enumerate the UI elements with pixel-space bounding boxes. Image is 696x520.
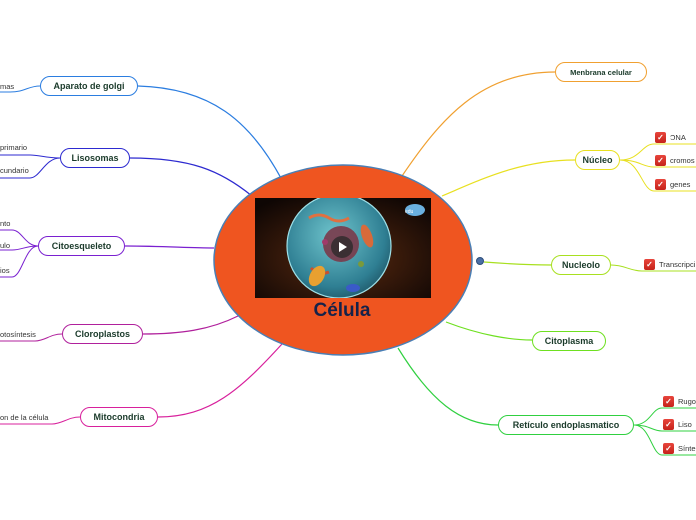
- connector-aparato: [137, 85, 283, 181]
- leaf-cito-1[interactable]: nto: [0, 219, 11, 228]
- node-mitocondria[interactable]: Mitocondria: [80, 407, 158, 427]
- node-label: Lisosomas: [71, 153, 119, 163]
- leaf-reticulo-3[interactable]: Sínte: [678, 444, 696, 453]
- node-label: Aparato de golgi: [53, 81, 125, 91]
- node-label: Citoplasma: [544, 336, 594, 346]
- leaf-lisosomas-2[interactable]: cundario: [0, 166, 29, 175]
- leaf-nucleo-2[interactable]: cromos: [670, 156, 695, 165]
- node-cloroplastos[interactable]: Cloroplastos: [62, 324, 143, 344]
- leaf-mito-1[interactable]: on de la célula: [0, 413, 49, 422]
- connector-lisosomas: [129, 157, 253, 197]
- connector-citoplasma: [445, 321, 533, 341]
- leaf-lisosomas-1[interactable]: primario: [0, 143, 28, 152]
- leaf-reticulo-2[interactable]: Liso: [678, 420, 692, 429]
- check-icon: ✓: [655, 132, 666, 143]
- node-label: Mitocondria: [93, 412, 145, 422]
- connector-citoesqueleto: [124, 245, 215, 249]
- node-label: Menbrana celular: [570, 67, 632, 77]
- play-icon[interactable]: [331, 236, 353, 258]
- leaf-cloro-1[interactable]: otosíntesis: [0, 330, 36, 339]
- leaf-cito-3[interactable]: ios: [0, 266, 10, 275]
- node-label: Cloroplastos: [74, 329, 130, 339]
- center-title[interactable]: Célula: [313, 300, 371, 321]
- node-lisosomas[interactable]: Lisosomas: [60, 148, 130, 168]
- connector-nucleo: [441, 159, 576, 197]
- node-label: Citoesqueleto: [51, 241, 112, 251]
- connector-membrana: [401, 71, 556, 177]
- check-icon: ✓: [663, 396, 674, 407]
- connector-cloroplastos: [142, 315, 239, 335]
- check-icon: ✓: [644, 259, 655, 270]
- check-icon: ✓: [655, 155, 666, 166]
- svg-text:edu: edu: [405, 209, 414, 215]
- leaf-reticulo-1[interactable]: Rugos: [678, 397, 696, 406]
- node-label: Nucleolo: [561, 260, 600, 270]
- leaf-nucleo-3[interactable]: genes: [670, 180, 691, 189]
- node-aparato-de-golgi[interactable]: Aparato de golgi: [40, 76, 138, 96]
- node-label: Núcleo: [582, 155, 613, 165]
- leaf-nucleolo-1[interactable]: Transcripci: [659, 260, 696, 269]
- connector-mitocondria: [157, 343, 283, 418]
- node-nucleo[interactable]: Núcleo: [575, 150, 620, 170]
- leaf-aparato-1[interactable]: mas: [0, 82, 15, 91]
- wordpress-icon[interactable]: [476, 257, 484, 265]
- cell-video-thumbnail[interactable]: edu: [255, 198, 431, 298]
- node-label: Retículo endoplasmatico: [512, 420, 620, 430]
- connector-nucleolo: [483, 261, 552, 266]
- node-reticulo-endoplasmatico[interactable]: Retículo endoplasmatico: [498, 415, 634, 435]
- leaf-nucleo-1[interactable]: ƆNA: [670, 133, 686, 142]
- check-icon: ✓: [655, 179, 666, 190]
- check-icon: ✓: [663, 419, 674, 430]
- node-nucleolo[interactable]: Nucleolo: [551, 255, 611, 275]
- node-citoplasma[interactable]: Citoplasma: [532, 331, 606, 351]
- connector-reticulo: [397, 347, 499, 426]
- check-icon: ✓: [663, 443, 674, 454]
- node-membrana-celular[interactable]: Menbrana celular: [555, 62, 647, 82]
- leaf-cito-2[interactable]: ulo: [0, 241, 11, 250]
- node-citoesqueleto[interactable]: Citoesqueleto: [38, 236, 125, 256]
